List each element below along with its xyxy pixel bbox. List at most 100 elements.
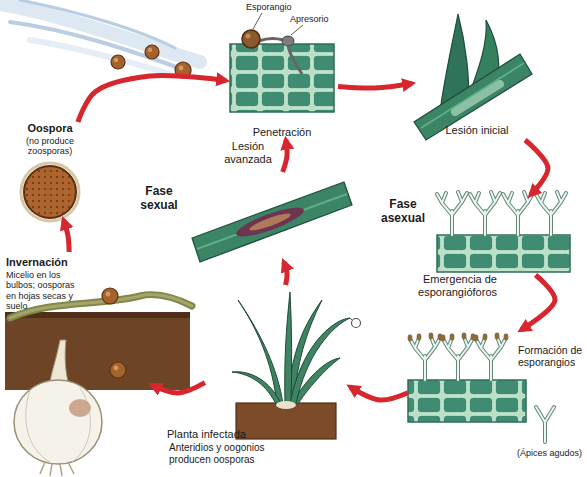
spore-wind (30, 40, 170, 74)
penetration-tissue (242, 30, 260, 48)
initial-lesion-leaf (455, 84, 500, 112)
stage-panel: Planta infectadaAnteridios y oogonios pr… (205, 285, 350, 425)
cycle-arrow (521, 275, 555, 330)
stage-panel: Lesión avanzada (188, 172, 353, 262)
initial-lesion-leaf (414, 14, 532, 140)
infected-plant (352, 319, 361, 328)
spore-wind (114, 58, 118, 62)
sporangia-formation (476, 337, 506, 380)
sporangiophore-emergence (437, 235, 570, 272)
spore-wind (0, 0, 200, 78)
penetration-tissue (288, 46, 302, 74)
sporangiophore-emergence (536, 192, 566, 235)
stage-panel: Penetración (226, 28, 338, 140)
spore-wind (175, 62, 191, 78)
overwintering-bulb (5, 288, 192, 476)
oospore (21, 163, 79, 221)
penetration-tissue (253, 13, 262, 29)
cycle-arrow (283, 140, 287, 172)
sporangia-formation (536, 407, 554, 442)
cycle-arrow (350, 387, 408, 400)
advanced-lesion-leaf (233, 202, 306, 242)
sporangia-formation (408, 333, 443, 342)
oospore (21, 163, 79, 221)
stage-label: Formación de esporangios (518, 344, 586, 368)
sporangia-formation (410, 337, 440, 380)
sporangia-formation (410, 337, 506, 380)
part-label: Fase sexual (128, 185, 190, 213)
sporangiophore-emergence (470, 192, 500, 235)
spore-wind (179, 66, 184, 71)
sporangia-formation (410, 337, 440, 380)
stage-description: Anteridios y oogonios producen oosporas (169, 442, 287, 465)
stage-description: (no produce zoosporas) (10, 136, 90, 157)
stage-panel: Oospora(no produce zoosporas) (4, 122, 96, 220)
oospore (24, 166, 76, 218)
overwintering-bulb (69, 399, 91, 417)
overwintering-bulb (14, 380, 102, 464)
overwintering-bulb (114, 366, 119, 371)
cycle-arrow (64, 220, 70, 252)
infected-plant (276, 401, 296, 409)
stage-panel: InvernaciónMicelio en los bulbos; oospor… (2, 252, 152, 472)
cycle-arrow (78, 75, 226, 122)
overwintering-bulb (106, 292, 111, 297)
infected-plant (285, 292, 292, 404)
advanced-lesion-leaf (248, 211, 292, 234)
sporangiophore-emergence (503, 192, 533, 235)
stage-label: Lesión inicial (432, 124, 522, 137)
sporangia-formation (443, 337, 473, 380)
stage-label: Lesión avanzada (222, 140, 274, 165)
spore-wind (111, 55, 125, 69)
sporangia-formation (443, 337, 473, 380)
stage-label: Planta infectada (167, 428, 297, 441)
sporangiophore-emergence (437, 192, 570, 272)
stage-label: Penetración (234, 126, 330, 139)
sporangiophore-emergence (437, 192, 566, 235)
infected-plant (238, 300, 283, 404)
spore-wind (145, 45, 159, 59)
overwintering-bulb (40, 462, 74, 476)
sporangiophore-emergence (437, 192, 566, 235)
sporangia-formation (536, 407, 554, 442)
advanced-lesion-leaf (197, 194, 347, 249)
overwintering-bulb (26, 390, 50, 462)
cycle-arrow (338, 83, 412, 88)
sporangia-formation (408, 380, 526, 422)
stage-label: Invernación (6, 256, 96, 269)
penetration-tissue (282, 36, 294, 46)
stage-label: Emergencia de esporangióforos (383, 273, 497, 298)
infected-plant (290, 318, 350, 404)
advanced-lesion-leaf (192, 182, 352, 262)
overwintering-bulb (110, 362, 126, 378)
part-label: Apresorio (290, 14, 350, 24)
stage-panel: Lesión inicial (412, 12, 534, 140)
sporangia-formation (410, 337, 506, 380)
penetration-tissue (230, 44, 334, 112)
sporangia-formation (441, 333, 476, 342)
initial-lesion-leaf (414, 54, 532, 140)
penetration-tissue (291, 25, 303, 35)
sporangiophore-emergence (503, 192, 533, 235)
sporangiophore-emergence (536, 192, 566, 235)
sporangia-formation (476, 337, 506, 380)
stage-panel: Emergencia de esporangióforos (437, 195, 572, 275)
overwintering-bulb (102, 288, 118, 304)
sporangiophore-emergence (437, 192, 467, 235)
initial-lesion-leaf (421, 63, 524, 128)
part-label: Esporangio (246, 2, 306, 12)
sporangiophore-emergence (470, 192, 500, 235)
advanced-lesion-leaf (192, 182, 352, 262)
part-label: Fase asexual (372, 198, 434, 226)
spore-wind (148, 48, 152, 52)
stage-label: Oospora (4, 122, 96, 135)
cycle-arrow (284, 262, 287, 285)
sporangia-formation (474, 333, 509, 342)
overwintering-bulb (50, 340, 68, 382)
infected-plant (232, 292, 361, 439)
